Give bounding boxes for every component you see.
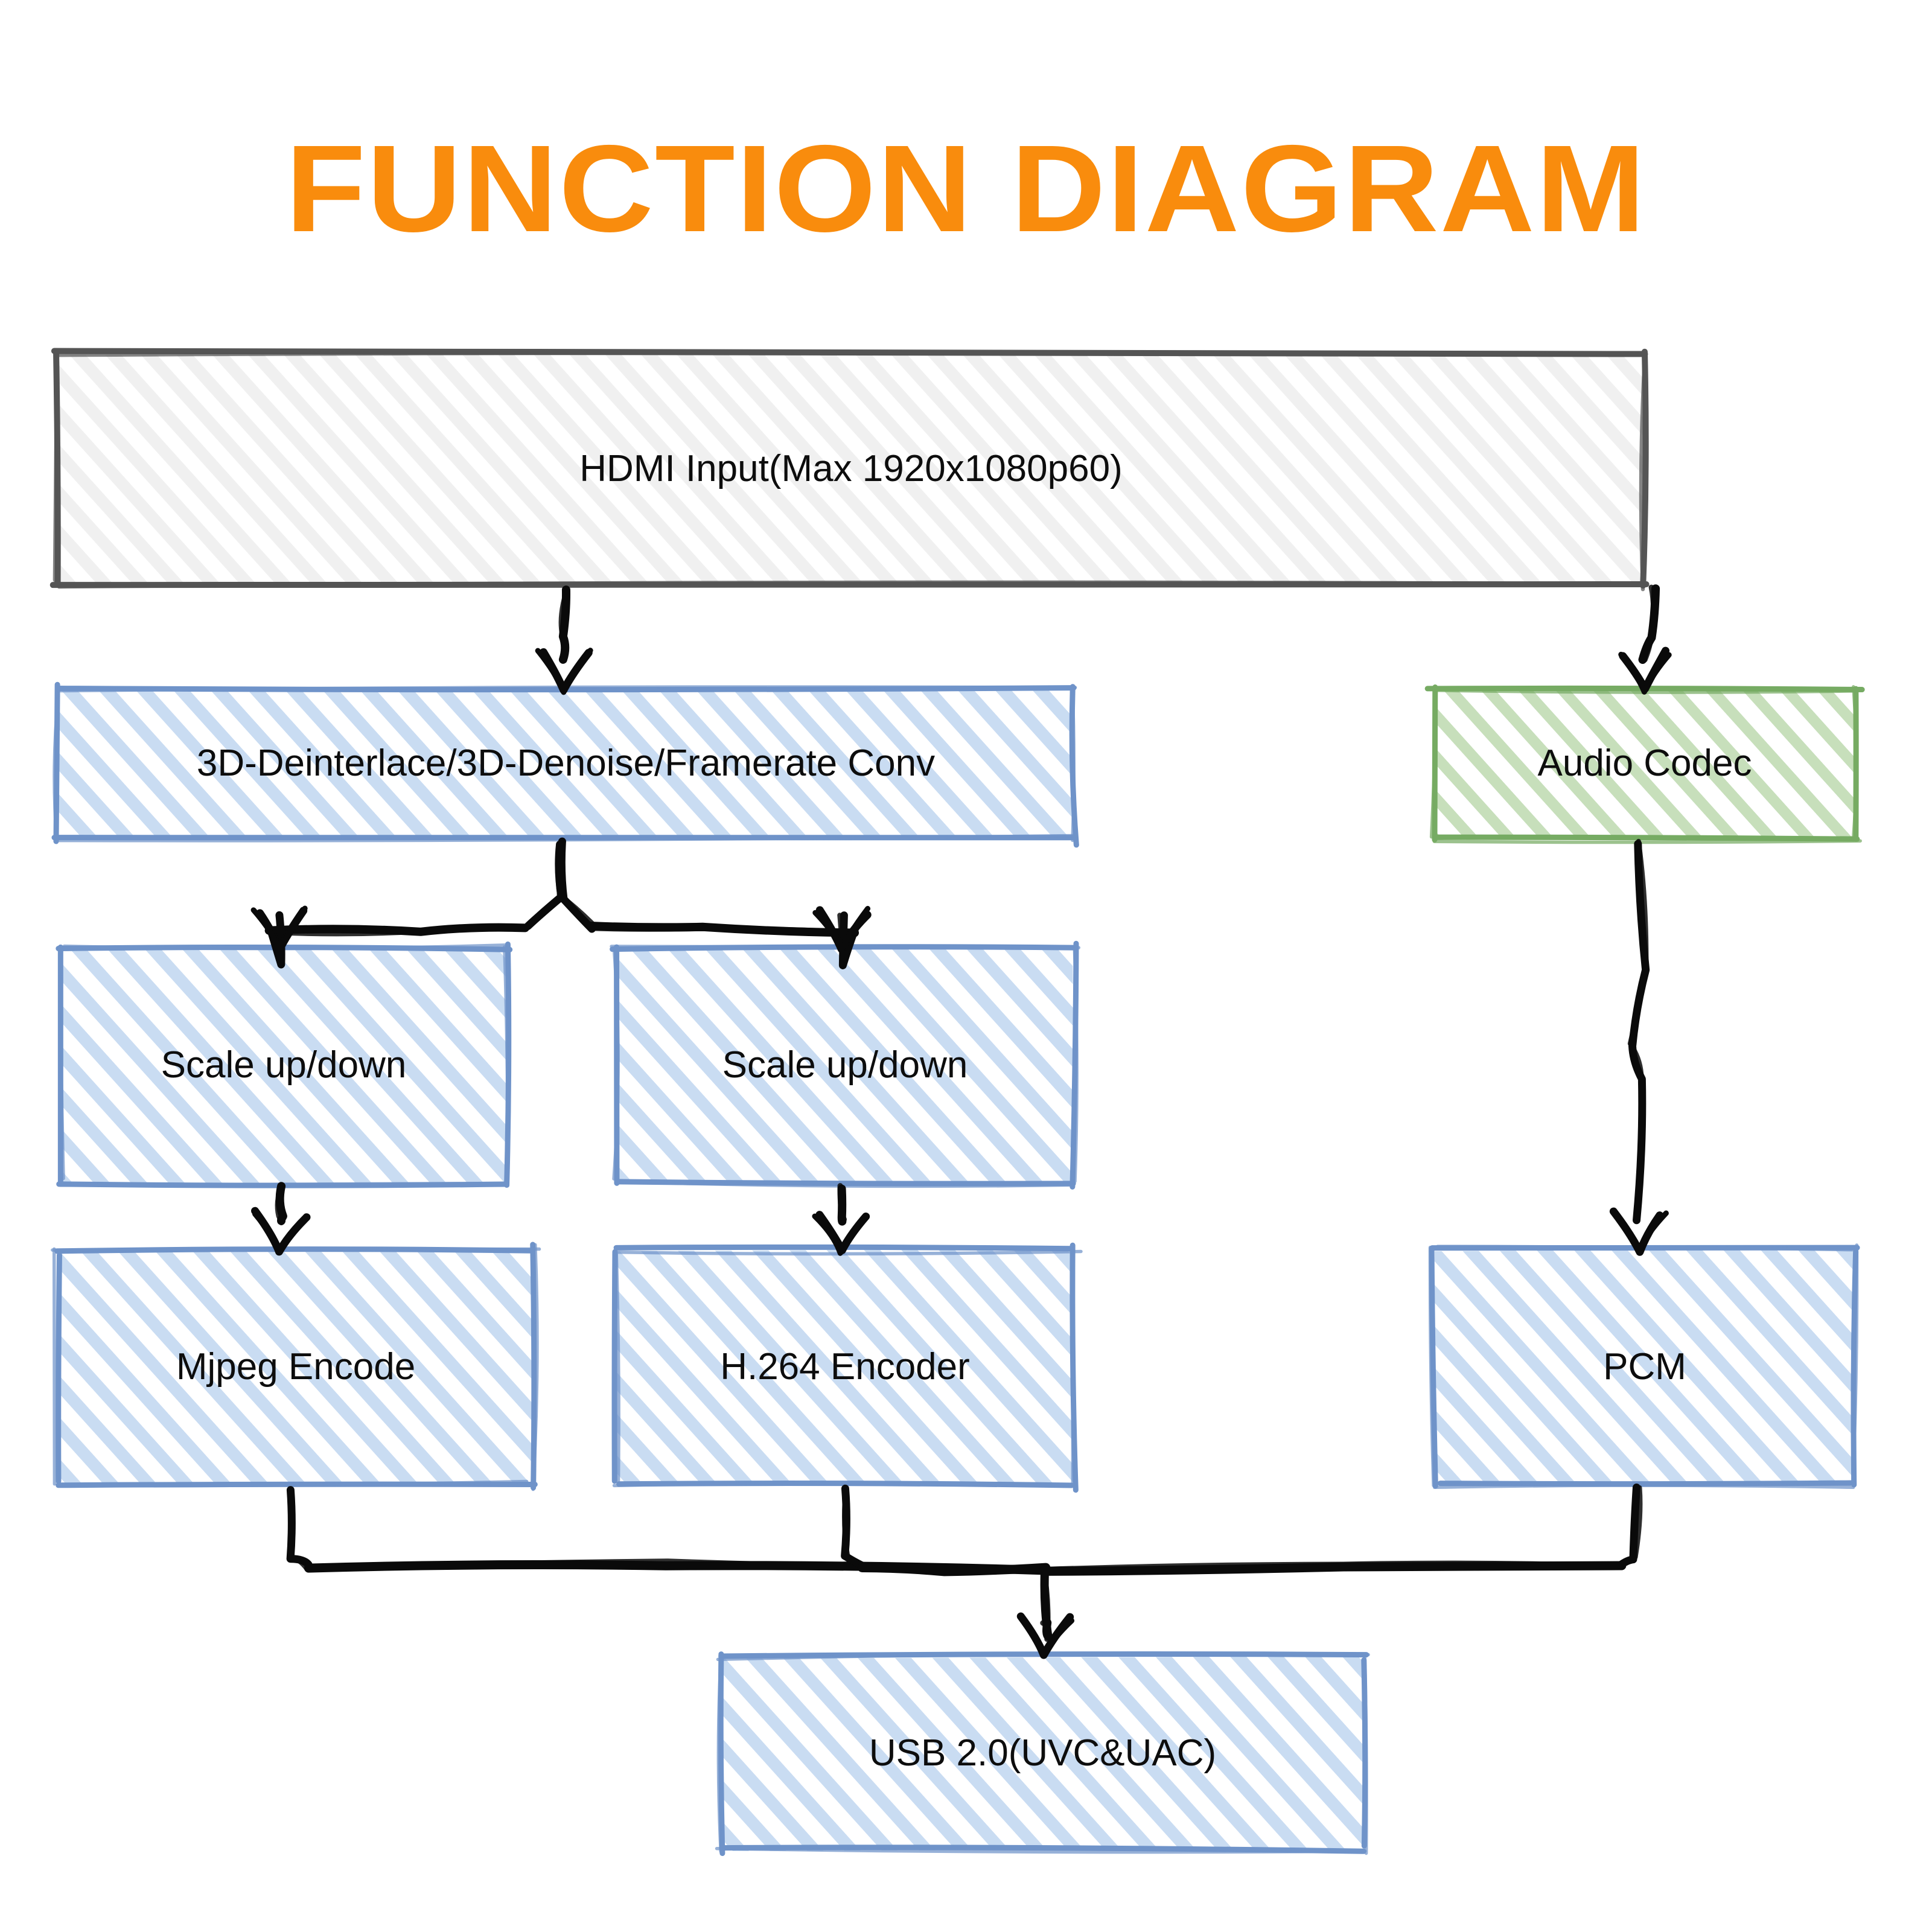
edge-mjpeg-to-usb bbox=[286, 1486, 1048, 1575]
node-audio_codec[interactable] bbox=[1424, 684, 1865, 844]
edge-audio-to-pcm bbox=[1609, 838, 1669, 1256]
page-title: FUNCTION DIAGRAM bbox=[285, 120, 1647, 258]
edge-video-split-r bbox=[556, 837, 872, 969]
edge-h264-to-usb bbox=[841, 1484, 1075, 1659]
edge-scaleR-h264 bbox=[812, 1183, 870, 1256]
node-video_proc[interactable] bbox=[51, 681, 1079, 848]
edge-pcm-to-usb bbox=[1038, 1483, 1643, 1576]
edge-hdmi-to-video bbox=[535, 585, 593, 695]
node-usb_out[interactable] bbox=[715, 1651, 1370, 1857]
node-scale_right[interactable] bbox=[610, 940, 1081, 1190]
node-pcm[interactable] bbox=[1428, 1243, 1860, 1489]
edge-scaleL-mjpeg bbox=[251, 1182, 311, 1256]
node-mjpeg_encode[interactable] bbox=[51, 1242, 541, 1491]
node-scale_left[interactable] bbox=[56, 941, 513, 1188]
edge-hdmi-to-audio bbox=[1618, 584, 1672, 695]
node-h264_encoder[interactable] bbox=[611, 1242, 1083, 1493]
node-hdmi_input[interactable] bbox=[49, 348, 1650, 591]
